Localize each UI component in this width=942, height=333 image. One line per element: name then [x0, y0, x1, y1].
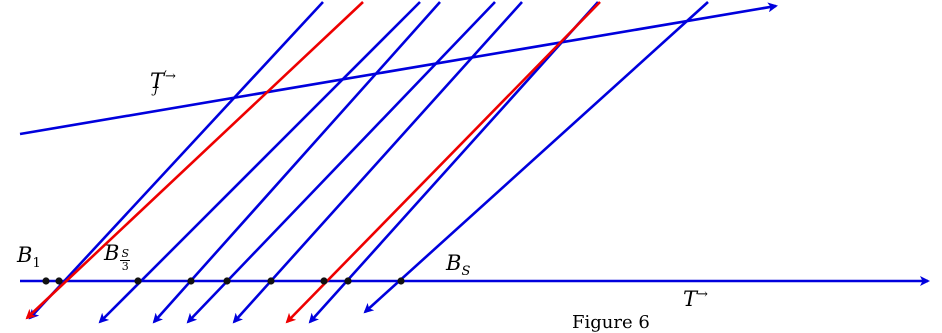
t-base: T	[683, 287, 698, 311]
intersection-point	[134, 277, 142, 285]
bs-base: B	[446, 251, 462, 275]
intersection-point	[42, 277, 50, 285]
tj-arrow: →	[164, 69, 176, 84]
blue-diagonal-line	[28, 1, 324, 320]
bs3-base: B	[104, 241, 120, 265]
red-diagonal-line	[25, 1, 364, 320]
intersection-point	[267, 277, 275, 285]
intersection-point	[55, 277, 63, 285]
intersection-point	[344, 277, 352, 285]
intersection-point	[320, 277, 328, 285]
blue-diagonal-line	[186, 1, 496, 324]
figure-caption: Figure 6	[572, 312, 650, 333]
t-arrow: →	[697, 287, 708, 302]
blue-diagonal-line	[232, 1, 523, 324]
tj-sub: j	[153, 82, 158, 98]
tj-axis-label: T′→ j	[150, 70, 176, 98]
b1-sub: 1	[32, 256, 41, 272]
intersection-point	[187, 277, 195, 285]
intersection-point	[397, 277, 405, 285]
bs-label: BS	[446, 251, 471, 280]
blue-diagonal-line	[363, 1, 709, 314]
blue-diagonal-line	[308, 1, 599, 324]
b1-label: B1	[17, 243, 41, 272]
intersection-point	[223, 277, 231, 285]
bs3-denominator: 3	[121, 260, 129, 273]
tj-base: T	[150, 69, 165, 93]
bs-sub: S	[461, 264, 471, 280]
time-axis-label: T→	[683, 288, 708, 310]
tj-axis-line	[19, 2, 778, 136]
blue-diagonal-line	[98, 1, 421, 324]
tj-prime: ′	[164, 69, 167, 84]
red-diagonal-line	[285, 1, 601, 324]
b1-base: B	[17, 243, 33, 267]
bs3-numerator: S	[120, 247, 130, 261]
blue-diagonal-line	[152, 1, 441, 324]
